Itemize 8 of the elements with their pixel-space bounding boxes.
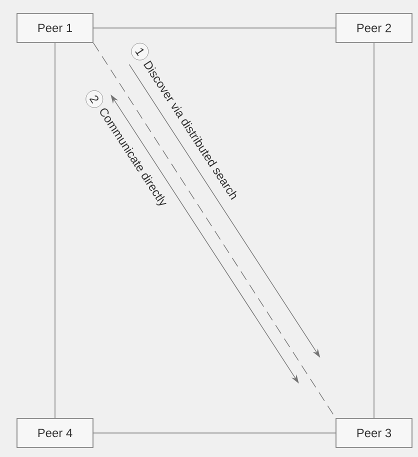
peer-box: Peer 1 xyxy=(16,13,94,43)
step-number: 2 xyxy=(86,90,104,108)
step-number: 1 xyxy=(131,42,149,60)
peer-box: Peer 4 xyxy=(16,418,94,448)
peer-box: Peer 2 xyxy=(336,13,412,43)
peer-box: Peer 3 xyxy=(336,418,412,448)
connector-line xyxy=(54,42,56,418)
connector-line xyxy=(93,432,336,434)
